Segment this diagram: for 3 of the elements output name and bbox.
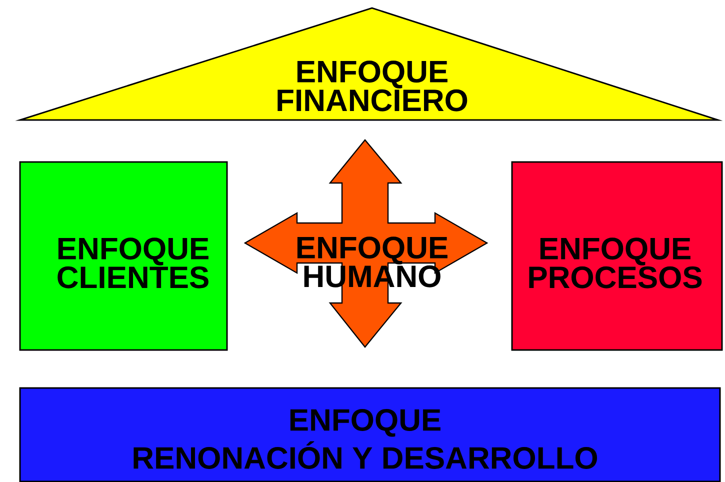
square-box: ENFOQUE PROCESOS	[511, 161, 723, 351]
square-box: ENFOQUE CLIENTES	[19, 161, 228, 351]
banner-band: ENFOQUE RENONACIÓN Y DESARROLLO	[19, 387, 721, 482]
